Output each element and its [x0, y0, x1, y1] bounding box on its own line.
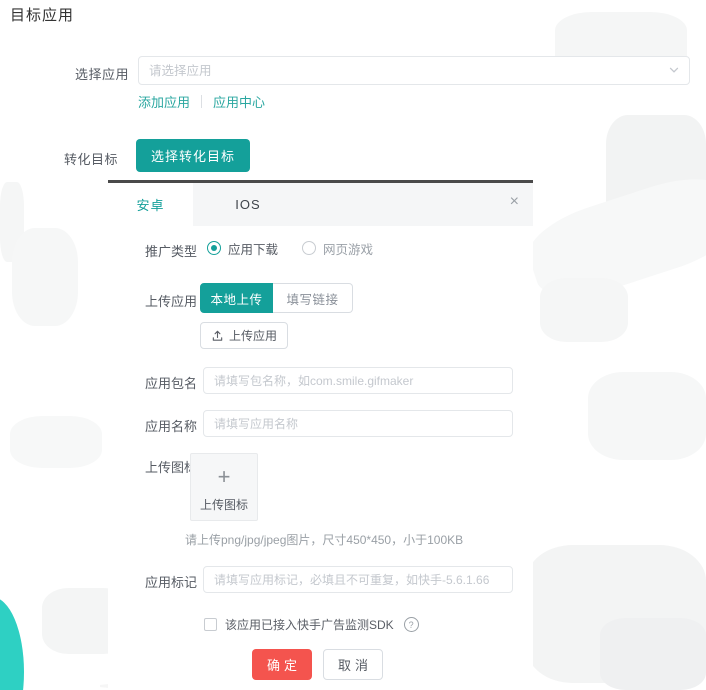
app-tag-input[interactable] [203, 566, 513, 593]
app-center-link[interactable]: 应用中心 [213, 95, 266, 110]
question-circle-icon[interactable]: ? [403, 617, 419, 632]
watermark-blob [12, 228, 78, 326]
icon-upload-label: 上传图标 [144, 460, 197, 475]
cancel-button[interactable]: 取消 [323, 649, 383, 680]
select-conversion-button[interactable]: 选择转化目标 [136, 139, 250, 172]
app-name-label: 应用名称 [144, 419, 197, 434]
watermark-blob [606, 115, 706, 247]
watermark-blob [600, 618, 706, 690]
icon-upload-box-label: 上传图标 [199, 498, 248, 512]
conversion-target-label: 转化目标 [64, 152, 119, 167]
sdk-checkbox-row[interactable]: 该应用已接入快手广告监测SDK ? [204, 616, 419, 633]
upload-app-label: 上传应用 [144, 294, 197, 309]
links-divider [201, 95, 203, 108]
segment-fill-link[interactable]: 填写链接 [273, 283, 353, 313]
app-select-dropdown[interactable] [138, 56, 690, 85]
upload-app-button-label: 上传应用 [228, 329, 277, 343]
promo-type-options: 应用下载 网页游戏 [108, 235, 533, 261]
segment-local-upload[interactable]: 本地上传 [200, 283, 273, 313]
page-title: 目标应用 [10, 7, 75, 24]
checkbox-icon[interactable] [204, 618, 217, 631]
tab-android[interactable]: 安卓 [108, 183, 193, 226]
radio-option-app-download[interactable]: 应用下载 [207, 239, 278, 258]
teal-corner-shape [0, 597, 24, 690]
chevron-down-icon[interactable] [668, 64, 680, 76]
upload-app-button[interactable]: 上传应用 [200, 322, 288, 349]
package-name-label: 应用包名 [144, 376, 197, 391]
promo-type-label: 推广类型 [144, 244, 197, 259]
select-app-label: 选择应用 [75, 67, 130, 82]
package-name-input[interactable] [203, 367, 513, 394]
radio-unchecked-icon[interactable] [302, 241, 317, 255]
upload-icon [211, 329, 224, 342]
plus-icon: + [217, 464, 231, 489]
radio-option-label: 网页游戏 [323, 242, 374, 257]
app-name-input[interactable] [203, 410, 513, 437]
watermark-blob [540, 278, 628, 342]
close-icon[interactable]: × [509, 193, 519, 210]
conversion-dialog: 安卓 IOS × 推广类型 应用下载 网页游戏 上传应用 本地上传 填写链接 [108, 180, 533, 690]
add-app-link[interactable]: 添加应用 [138, 95, 191, 110]
app-links: 添加应用 应用中心 [138, 92, 265, 111]
watermark-blob [526, 545, 706, 683]
watermark-blob [588, 372, 706, 460]
icon-upload-hint: 请上传png/jpg/jpeg图片，尺寸450*450，小于100KB [185, 533, 464, 547]
radio-option-label: 应用下载 [228, 242, 279, 257]
watermark-blob [0, 182, 24, 262]
upload-app-segments: 本地上传 填写链接 [108, 283, 533, 313]
icon-upload-box[interactable]: + 上传图标 [190, 453, 258, 521]
tab-ios[interactable]: IOS [235, 197, 261, 212]
watermark-blob [520, 164, 706, 311]
confirm-button[interactable]: 确定 [252, 649, 312, 680]
radio-checked-icon[interactable] [207, 241, 221, 255]
radio-option-web-game[interactable]: 网页游戏 [302, 239, 373, 258]
watermark-blob [10, 416, 102, 468]
dialog-tabbar: 安卓 IOS × [108, 183, 533, 226]
app-select-input[interactable] [138, 56, 690, 85]
sdk-checkbox-label: 该应用已接入快手广告监测SDK [225, 618, 394, 632]
app-tag-label: 应用标记 [144, 575, 197, 590]
